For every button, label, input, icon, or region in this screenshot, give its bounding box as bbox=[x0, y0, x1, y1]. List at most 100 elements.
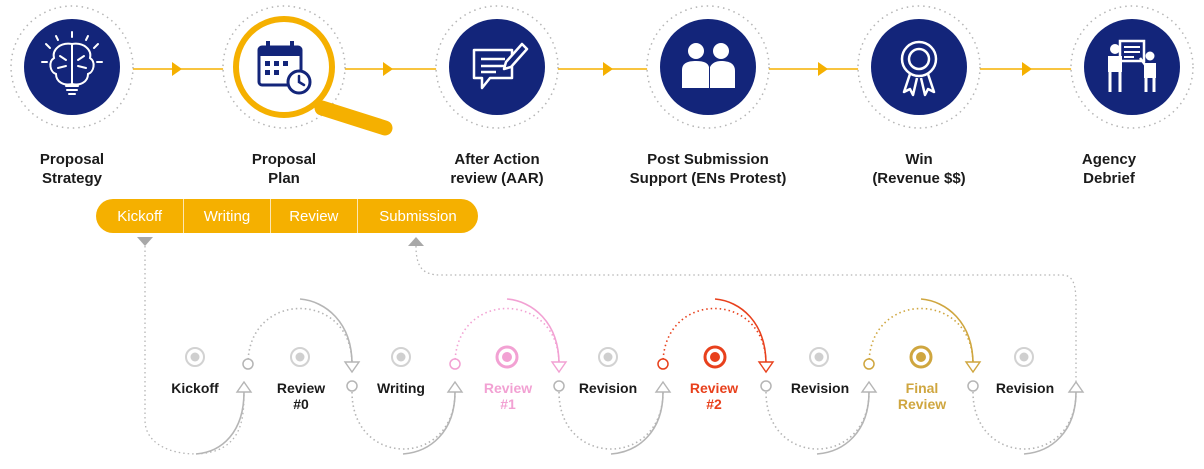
step-label-line: Kickoff bbox=[171, 380, 219, 396]
arc-solid-segment bbox=[1023, 391, 1077, 455]
step-label-revision-2: Revision bbox=[775, 380, 865, 396]
arrowhead-down bbox=[757, 361, 775, 374]
stage-label-plan: Proposal Plan bbox=[194, 150, 374, 188]
stage-connector-arrows bbox=[172, 62, 1032, 76]
magnifier-handle bbox=[314, 100, 393, 136]
step-label-line: Revision bbox=[578, 380, 638, 396]
step-marker-dot bbox=[502, 352, 512, 362]
stage-label-line: Strategy bbox=[41, 170, 103, 187]
stage-debrief bbox=[1070, 5, 1194, 129]
kickoff-pointer-arrow bbox=[137, 237, 153, 246]
step-label-line: #0 bbox=[293, 396, 309, 412]
step-label-review-0: Review #0 bbox=[256, 380, 346, 412]
arc-node bbox=[967, 380, 979, 392]
step-label-line: Review bbox=[276, 380, 326, 396]
stage-win bbox=[857, 5, 981, 129]
arc-node bbox=[346, 380, 358, 392]
arc-solid-segment bbox=[714, 298, 767, 365]
step-label-line: Final bbox=[905, 380, 939, 396]
document-pen-icon bbox=[472, 42, 529, 90]
phase-submission: Submission bbox=[379, 207, 457, 225]
connector-arrow bbox=[818, 62, 828, 76]
arc-review0-writing bbox=[351, 391, 456, 450]
step-label-review-2: Review #2 bbox=[669, 380, 759, 412]
arrowhead-down bbox=[550, 361, 568, 374]
step-marker-dot bbox=[295, 352, 305, 362]
submission-pointer-arrow bbox=[408, 237, 424, 246]
stage-label-win: Win (Revenue $$) bbox=[829, 150, 1009, 188]
stage-label-line: Proposal bbox=[39, 151, 105, 168]
arrowhead-down bbox=[343, 361, 361, 374]
stage-label-line: Post Submission bbox=[647, 151, 769, 168]
arc-solid-segment bbox=[920, 298, 974, 365]
arc-node bbox=[760, 380, 772, 392]
step-marker-dot bbox=[1019, 352, 1029, 362]
step-label-line: #2 bbox=[706, 396, 722, 412]
arc-end-nodes bbox=[242, 358, 979, 392]
step-marker-dot bbox=[190, 352, 200, 362]
stage-label-line: review (AAR) bbox=[450, 170, 544, 187]
stage-label-line: Support (ENs Protest) bbox=[629, 170, 787, 187]
arrowhead-up bbox=[654, 380, 672, 393]
arc-review2-revision bbox=[765, 391, 870, 450]
award-ribbon-icon bbox=[900, 40, 938, 97]
step-label-line: Review bbox=[483, 380, 533, 396]
submission-link-path bbox=[415, 245, 1077, 390]
arc-writing-review1 bbox=[454, 307, 560, 365]
stage-label-line: After Action bbox=[454, 151, 540, 168]
stage-plan bbox=[222, 5, 393, 136]
arc-node bbox=[553, 380, 565, 392]
arc-node bbox=[449, 358, 461, 370]
connector-arrow bbox=[1022, 62, 1032, 76]
arrowhead-down bbox=[964, 361, 982, 374]
step-marker-dot bbox=[710, 352, 720, 362]
phase-writing: Writing bbox=[184, 199, 271, 233]
step-label-line: Revision bbox=[995, 380, 1055, 396]
stage-label-debrief: Agency Debrief bbox=[1024, 150, 1194, 188]
arc-arrowheads bbox=[235, 361, 1085, 393]
arc-node bbox=[657, 358, 669, 370]
stage-label-line: (Revenue $$) bbox=[872, 170, 966, 187]
arc-final-revision bbox=[972, 391, 1077, 450]
stage-label-strategy: Proposal Strategy bbox=[0, 150, 162, 188]
arc-solid-segment bbox=[299, 298, 353, 365]
connector-arrow bbox=[172, 62, 182, 76]
arrowhead-up bbox=[446, 380, 464, 393]
stage-circle bbox=[871, 19, 967, 115]
step-marker-dot bbox=[603, 352, 613, 362]
phase-review: Review bbox=[271, 199, 358, 233]
kickoff-link-path bbox=[144, 246, 245, 455]
arrowhead-up bbox=[235, 380, 253, 393]
stage-label-aar: After Action review (AAR) bbox=[407, 150, 587, 188]
arc-solid-segment bbox=[610, 391, 664, 455]
stage-label-post-submission: Post Submission Support (ENs Protest) bbox=[608, 150, 808, 188]
step-label-line: #1 bbox=[500, 396, 516, 412]
arrowhead-up bbox=[1067, 380, 1085, 393]
phase-kickoff: Kickoff bbox=[96, 199, 185, 233]
stage-aar bbox=[435, 5, 559, 129]
presentation-meeting-icon bbox=[1108, 39, 1156, 92]
connector-arrow bbox=[383, 62, 393, 76]
arc-solid-segment bbox=[195, 391, 245, 455]
arc-review1-revision bbox=[558, 391, 664, 450]
arc-solid-segment bbox=[506, 298, 560, 365]
step-label-line: Review bbox=[897, 396, 947, 412]
calendar-clock-magnifier-icon bbox=[257, 41, 312, 95]
step-label-writing: Writing bbox=[356, 380, 446, 396]
connector-arrow bbox=[603, 62, 613, 76]
arc-solid-segment bbox=[816, 391, 870, 455]
step-label-revision-1: Revision bbox=[563, 380, 653, 396]
stage-strategy bbox=[10, 5, 134, 129]
arc-kickoff-review0 bbox=[247, 307, 353, 365]
stage-label-line: Debrief bbox=[1083, 170, 1135, 187]
step-label-revision-3: Revision bbox=[980, 380, 1070, 396]
step-label-line: Writing bbox=[377, 380, 425, 396]
step-marker-dot bbox=[396, 352, 406, 362]
stage-post-submission bbox=[646, 5, 770, 129]
arc-revision-review2 bbox=[662, 307, 767, 365]
arc-node bbox=[863, 358, 875, 370]
stage-circle bbox=[1084, 19, 1180, 115]
stage-label-line: Plan bbox=[268, 170, 300, 187]
arc-node bbox=[242, 358, 254, 370]
